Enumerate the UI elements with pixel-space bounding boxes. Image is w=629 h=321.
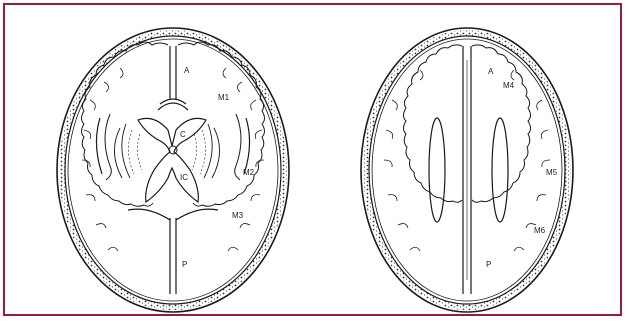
right-cortex-outline <box>404 45 463 202</box>
label-M4: M4 <box>503 81 515 90</box>
label-A-left: A <box>184 66 190 75</box>
left-lateral-ventricles <box>138 118 206 202</box>
left-brain-labels: A M1 C IC M2 M3 P <box>180 66 255 269</box>
left-basal-ganglia <box>114 124 219 178</box>
label-M3: M3 <box>232 211 244 220</box>
left-brain-section <box>57 28 289 312</box>
label-M6: M6 <box>534 226 546 235</box>
label-P-right: P <box>486 260 491 269</box>
label-A-right: A <box>488 67 494 76</box>
label-M5: M5 <box>546 168 558 177</box>
centrum-semiovale-left <box>429 118 445 222</box>
label-IC: IC <box>180 173 188 182</box>
right-brain-section <box>361 28 573 312</box>
right-brain-labels: A M4 M5 M6 P <box>486 67 558 269</box>
left-interhemispheric-anterior <box>170 46 176 100</box>
label-M1: M1 <box>218 93 230 102</box>
centrum-semiovale-right <box>492 118 508 222</box>
label-P-left: P <box>182 260 187 269</box>
left-interhemispheric-posterior <box>170 218 176 294</box>
label-M2: M2 <box>243 168 255 177</box>
label-C: C <box>180 130 186 139</box>
